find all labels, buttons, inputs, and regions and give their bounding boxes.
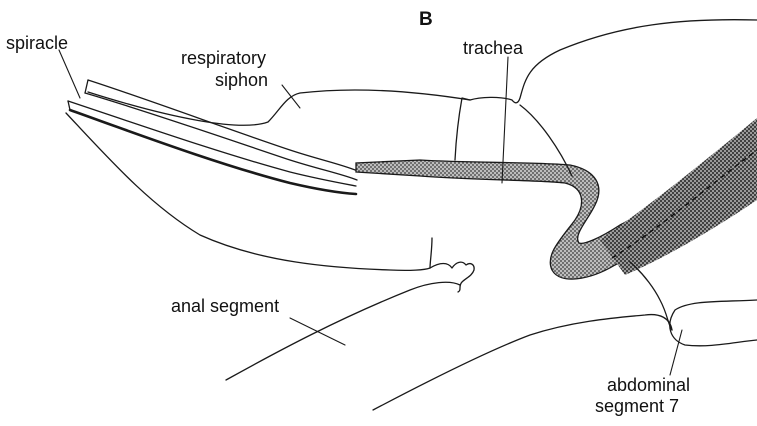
respiratory-siphon-label-line2: siphon (215, 70, 268, 91)
abdominal-segment-label-line2: segment 7 (595, 396, 679, 417)
respiratory-siphon-leader (282, 85, 300, 108)
abdominal-segment-leader (670, 330, 682, 375)
siphon-tube-lower-wall-inner (68, 101, 356, 186)
siphon-tip (85, 80, 88, 93)
ventral-outline (630, 262, 672, 330)
anal-segment-stub (430, 238, 432, 268)
siphon-tube-upper-wall-inner (85, 93, 357, 180)
anal-segment-label: anal segment (171, 296, 279, 317)
siphon-tip-lower (68, 101, 70, 110)
abdominal-trachea-band (600, 118, 757, 275)
respiratory-siphon-label-line1: respiratory (181, 48, 266, 69)
trachea-label: trachea (463, 38, 523, 59)
spiracle-label: spiracle (6, 33, 68, 54)
abdomen-saddle (470, 20, 757, 103)
anal-papillae (430, 262, 474, 292)
abdomen-upper-outline (455, 98, 470, 160)
abdomen-lower-outline (670, 300, 757, 346)
siphon-body-lower-outline (66, 113, 430, 270)
abdominal-segment-label-line1: abdominal (607, 375, 690, 396)
siphon-body-upper-outline (88, 90, 470, 125)
spiracle-leader (59, 50, 80, 98)
panel-letter: B (419, 9, 433, 30)
siphon-tube-upper-wall (88, 80, 360, 172)
